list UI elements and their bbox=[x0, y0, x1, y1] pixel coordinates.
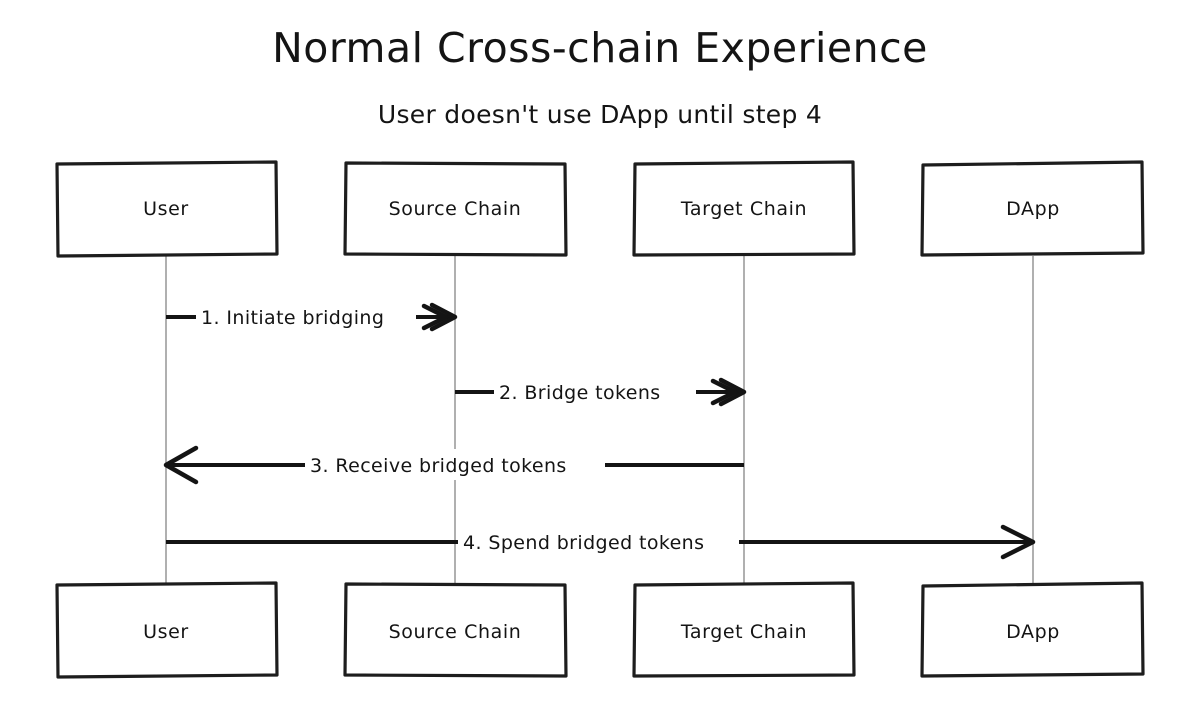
participant-box-target-chain-top[interactable]: Target Chain bbox=[632, 160, 856, 257]
message-2-arrowhead-right-icon bbox=[718, 377, 747, 407]
message-1-arrowhead-right-inner-icon bbox=[421, 303, 449, 331]
participant-label-target-chain-bottom: Target Chain bbox=[680, 621, 807, 643]
participant-label-user-top: User bbox=[143, 198, 189, 220]
message-3-arrowhead-left-icon bbox=[163, 445, 199, 485]
participant-box-target-chain-bottom[interactable]: Target Chain bbox=[632, 581, 856, 678]
message-3-label-backdrop bbox=[305, 449, 605, 480]
message-3-label: 3. Receive bridged tokens bbox=[310, 455, 567, 477]
participant-label-source-chain-top: Source Chain bbox=[389, 198, 522, 220]
participant-label-user-bottom: User bbox=[143, 621, 189, 643]
participant-box-dapp-bottom[interactable]: DApp bbox=[920, 581, 1145, 678]
message-4-arrowhead-right-icon bbox=[1000, 524, 1036, 560]
diagram-title: Normal Cross-chain Experience bbox=[272, 24, 928, 72]
message-1-label: 1. Initiate bridging bbox=[201, 307, 384, 329]
participant-box-dapp-top[interactable]: DApp bbox=[920, 160, 1145, 257]
participant-box-user-bottom[interactable]: User bbox=[55, 581, 279, 679]
message-4-label: 4. Spend bridged tokens bbox=[463, 532, 704, 554]
participant-label-source-chain-bottom: Source Chain bbox=[389, 621, 522, 643]
message-2[interactable]: 2. Bridge tokens bbox=[455, 376, 747, 407]
participant-label-dapp-bottom: DApp bbox=[1006, 621, 1060, 643]
participants-bottom: User Source Chain Target Chain DApp bbox=[55, 581, 1145, 679]
participants-top: User Source Chain Target Chain DApp bbox=[55, 160, 1145, 258]
message-2-arrowhead-right-inner-icon bbox=[710, 378, 738, 406]
message-2-label: 2. Bridge tokens bbox=[499, 382, 661, 404]
participant-label-dapp-top: DApp bbox=[1006, 198, 1060, 220]
message-4-label-backdrop bbox=[458, 526, 739, 557]
message-4[interactable]: 4. Spend bridged tokens bbox=[166, 524, 1036, 560]
message-1-label-backdrop bbox=[196, 301, 416, 332]
message-2-label-backdrop bbox=[494, 376, 696, 407]
lifelines-group bbox=[165, 256, 1034, 584]
participant-box-source-chain-top[interactable]: Source Chain bbox=[343, 161, 568, 257]
message-3[interactable]: 3. Receive bridged tokens bbox=[163, 445, 744, 485]
message-1[interactable]: 1. Initiate bridging bbox=[166, 301, 458, 332]
participant-label-target-chain-top: Target Chain bbox=[680, 198, 807, 220]
diagram-subtitle: User doesn't use DApp until step 4 bbox=[378, 100, 822, 129]
message-1-arrowhead-right-icon bbox=[429, 302, 458, 332]
participant-box-user-top[interactable]: User bbox=[55, 160, 279, 258]
participant-box-source-chain-bottom[interactable]: Source Chain bbox=[343, 582, 568, 678]
